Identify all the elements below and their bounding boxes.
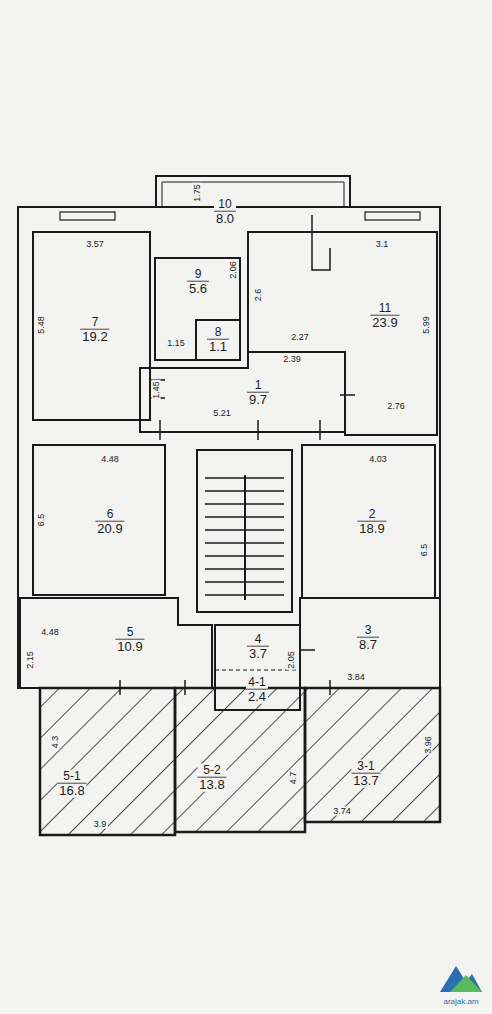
room-area: 2.4	[246, 690, 268, 704]
room: 510.9	[115, 626, 144, 654]
stair-step	[205, 594, 284, 596]
dimension: 6.5	[37, 513, 46, 528]
stair-step	[205, 581, 284, 583]
room-area: 9.7	[247, 393, 269, 407]
dimension: 6.5	[420, 543, 429, 558]
room: 43.7	[247, 633, 269, 661]
room-number: 4	[247, 633, 269, 647]
room-area: 10.9	[115, 640, 144, 654]
dimension: 5.99	[422, 315, 431, 335]
dimension: 5.48	[37, 315, 46, 335]
room-number: 9	[187, 268, 209, 282]
room: 95.6	[187, 268, 209, 296]
stair-step	[205, 568, 284, 570]
room-number: 5-2	[197, 764, 226, 778]
room-number: 4-1	[246, 676, 268, 690]
room-area: 8.7	[357, 638, 379, 652]
room: 3-113.7	[351, 760, 380, 788]
stair-step	[205, 516, 284, 518]
room: 5-213.8	[197, 764, 226, 792]
stair-step	[205, 529, 284, 531]
dimension: 2.27	[290, 333, 310, 342]
dimension: 3.84	[346, 673, 366, 682]
room-number: 2	[357, 508, 386, 522]
room-number: 8	[207, 326, 229, 340]
room-area: 1.1	[207, 340, 229, 354]
dimension: 2.05	[287, 650, 296, 670]
room-area: 20.9	[95, 522, 124, 536]
room-number: 3	[357, 624, 379, 638]
dimension: 3.57	[85, 240, 105, 249]
room-number: 1	[247, 379, 269, 393]
room-number: 7	[80, 316, 109, 330]
room-number: 10	[214, 198, 236, 212]
watermark: arajak.am	[442, 998, 479, 1006]
room: 38.7	[357, 624, 379, 652]
stair-step	[205, 555, 284, 557]
dimension: 4.03	[368, 455, 388, 464]
room-area: 16.8	[57, 784, 86, 798]
dimension: 3.96	[424, 735, 433, 755]
stair-step	[205, 503, 284, 505]
room: 19.7	[247, 379, 269, 407]
room-number: 6	[95, 508, 124, 522]
room: 4-12.4	[246, 676, 268, 704]
dimension: 4.48	[40, 628, 60, 637]
room: 719.2	[80, 316, 109, 344]
room: 218.9	[357, 508, 386, 536]
dimension: 3.1	[375, 240, 390, 249]
dimension: 2.6	[254, 288, 263, 303]
room-area: 3.7	[247, 647, 269, 661]
room-number: 3-1	[351, 760, 380, 774]
dimension: 2.15	[26, 650, 35, 670]
room-number: 11	[370, 302, 399, 316]
room-area: 23.9	[370, 316, 399, 330]
room: 620.9	[95, 508, 124, 536]
dimension: 3.74	[332, 807, 352, 816]
dimension: 1.75	[193, 183, 202, 203]
dimension: 4.48	[100, 455, 120, 464]
room-area: 13.8	[197, 778, 226, 792]
room-number: 5	[115, 626, 144, 640]
room-number: 5-1	[57, 770, 86, 784]
dimension: 1.15	[166, 339, 186, 348]
dimension: 4.7	[289, 771, 298, 786]
dimension: 2.39	[282, 355, 302, 364]
dimension: 1.45	[152, 380, 161, 400]
dimension: 5.21	[212, 409, 232, 418]
room-area: 13.7	[351, 774, 380, 788]
dimension: 3.9	[93, 820, 108, 829]
room: 5-116.8	[57, 770, 86, 798]
room-area: 5.6	[187, 282, 209, 296]
room: 108.0	[214, 198, 236, 226]
room-area: 8.0	[214, 212, 236, 226]
room-area: 18.9	[357, 522, 386, 536]
stair-step	[205, 477, 284, 479]
room: 81.1	[207, 326, 229, 354]
dimension: 2.76	[386, 402, 406, 411]
dimension: 4.3	[51, 735, 60, 750]
stair-step	[205, 490, 284, 492]
room: 1123.9	[370, 302, 399, 330]
dimension: 2.06	[229, 260, 238, 280]
stair-step	[205, 542, 284, 544]
room-area: 19.2	[80, 330, 109, 344]
